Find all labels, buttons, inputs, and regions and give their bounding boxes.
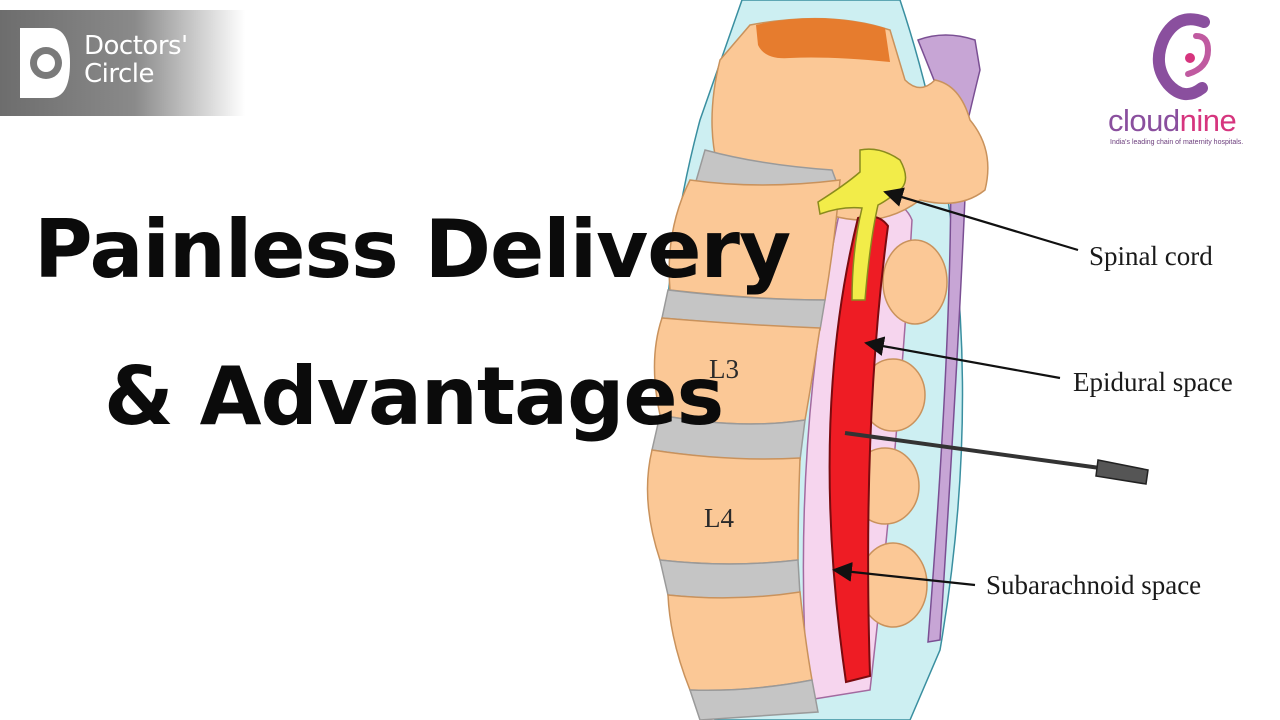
disc <box>659 559 801 600</box>
channel-logo: Doctors' Circle <box>0 10 245 116</box>
spinal-cord-arrow <box>883 187 1079 252</box>
cloudnine-logo-icon <box>1152 13 1212 100</box>
vertebra-top-cap <box>756 18 890 63</box>
channel-name-line2: Circle <box>84 59 155 89</box>
spinal-cord-label: Spinal cord <box>1089 241 1213 271</box>
video-title-line2: & Advantages <box>104 350 724 443</box>
subarachnoid-space-label: Subarachnoid space <box>986 570 1201 600</box>
epidural-space-label: Epidural space <box>1073 367 1233 397</box>
partner-name-part2: nine <box>1179 103 1237 138</box>
partner-name-part1: cloud <box>1108 103 1180 138</box>
channel-name-line1: Doctors' <box>84 31 188 61</box>
partner-tagline: India's leading chain of maternity hospi… <box>1110 139 1244 146</box>
doctors-circle-logo-icon <box>20 28 70 98</box>
subarachnoid-space-arrow <box>832 562 976 587</box>
epidural-space-arrow <box>864 336 1061 380</box>
spinal-cord <box>817 148 907 301</box>
vertebra <box>667 591 813 692</box>
needle <box>844 431 1149 485</box>
vertebra-label-l3: L3 <box>709 354 739 384</box>
channel-name: Doctors' Circle <box>84 32 188 88</box>
partner-logo: cloudnine India's leading chain of mater… <box>1100 12 1270 162</box>
video-title-line1: Painless Delivery <box>34 203 791 296</box>
vertebra-label-l4: L4 <box>704 503 734 533</box>
disc <box>688 679 819 720</box>
partner-name: cloudnine <box>1108 103 1237 138</box>
